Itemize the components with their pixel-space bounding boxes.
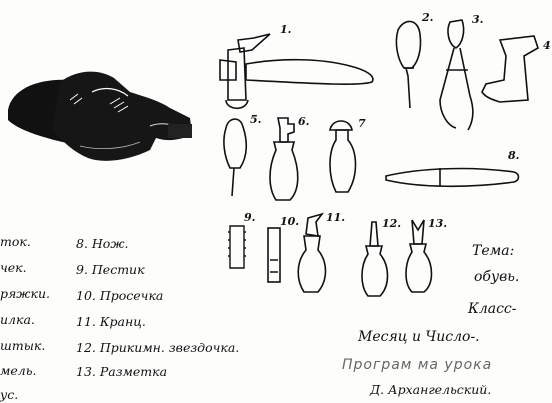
legend-right-item: 9. Пестик	[76, 264, 145, 277]
date-label: Месяц и Число-.	[358, 330, 480, 344]
awl-drawing	[396, 21, 420, 108]
tool-number-4: 4	[543, 40, 551, 51]
last-drawing	[482, 36, 538, 102]
punch-drawing	[270, 118, 298, 200]
legend-right-item: 10. Просечка	[76, 290, 163, 303]
legend-left-item: мель.	[0, 365, 37, 378]
tool-number-3: 3.	[472, 14, 483, 25]
legend-left-item: ус.	[0, 389, 18, 402]
tool-number-8: 8.	[508, 150, 519, 161]
legend-right-item: 12. Прикимн. звездочка.	[76, 342, 239, 355]
tool-number-5: 5.	[250, 114, 261, 125]
kranz-drawing	[298, 214, 325, 292]
topic-value: обувь.	[474, 270, 519, 284]
tool-number-7: 7	[358, 118, 366, 129]
legend-left-item: штык.	[0, 340, 45, 353]
tool-number-11: 11.	[326, 212, 345, 223]
small-awl-drawing	[224, 119, 246, 196]
lesson-plan-label: Програм ма урока	[342, 358, 492, 372]
topic-label: Тема:	[472, 244, 514, 258]
legend-right-item: 8. Нож.	[76, 238, 129, 251]
legend-right-item: 13. Разметка	[76, 366, 167, 379]
tool-number-12: 12.	[382, 218, 401, 229]
pestik-drawing	[228, 226, 246, 268]
star-tool-drawing	[362, 222, 388, 296]
tool-number-9: 9.	[244, 212, 255, 223]
knife-drawing	[386, 168, 519, 186]
hammer-drawing	[220, 34, 373, 108]
pestle-drawing	[330, 121, 356, 192]
author-name: Д. Архангельский.	[370, 384, 491, 397]
legend-left-item: ряжки.	[0, 288, 50, 301]
pincers-drawing	[440, 20, 473, 130]
tool-number-13: 13.	[428, 218, 447, 229]
legend-left-item: чек.	[0, 262, 27, 275]
class-label: Класс-	[468, 302, 517, 316]
marker-drawing	[406, 220, 432, 292]
tool-number-6: 6.	[298, 116, 309, 127]
legend-left-item: ток.	[0, 236, 31, 249]
prosechka-drawing	[268, 228, 280, 282]
legend-right-item: 11. Кранц.	[76, 316, 146, 329]
tool-number-10: 10.	[280, 216, 299, 227]
tool-number-1: 1.	[280, 24, 291, 35]
shoe-image	[8, 72, 192, 161]
tool-number-2: 2.	[422, 12, 433, 23]
legend-left-item: илка.	[0, 314, 35, 327]
